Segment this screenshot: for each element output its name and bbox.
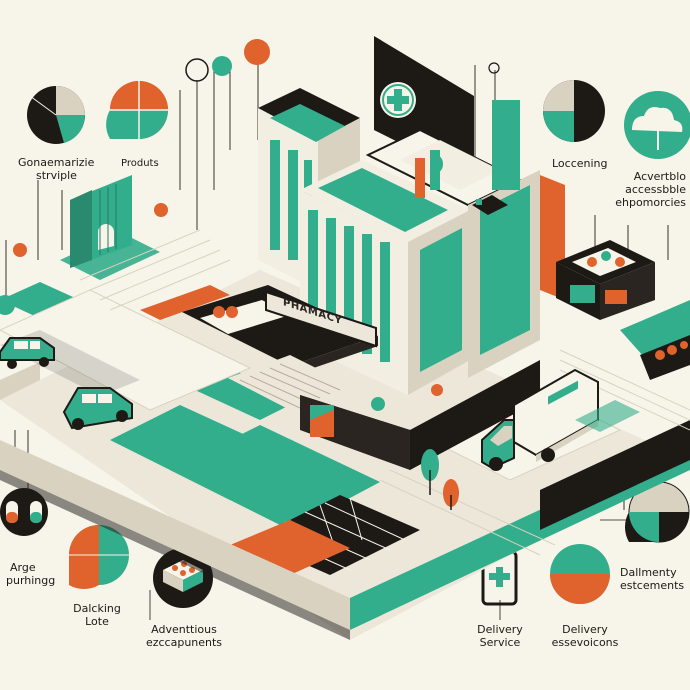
label-delivery-ess-line1: Delivery	[562, 623, 608, 636]
pie-chart-right	[624, 481, 690, 543]
pill-annex	[556, 240, 690, 380]
label-advent-line2: ezccapunents	[145, 636, 223, 649]
pie-chart-orange	[106, 81, 168, 139]
label-adventitious: Adventtious ezccapunents	[134, 623, 234, 649]
pie-chart-bottom-right	[550, 544, 610, 604]
pie-chart-top-left	[27, 86, 86, 144]
label-licensing: Loccening	[552, 157, 608, 170]
pill-icon	[0, 488, 48, 536]
label-parking-line2: purhingg	[6, 574, 56, 587]
label-accessible: Acvertblo accessbble ehpomorcies	[604, 170, 686, 209]
car-icon-2	[62, 387, 133, 430]
pie-chart-top-right	[543, 80, 605, 142]
pharmacy-building: PHAMACY	[182, 36, 565, 470]
label-delivery-ess: Delivery essevoicons	[535, 623, 635, 649]
label-parking-line1: Arge	[10, 561, 36, 574]
label-delivery-service: Delivery Service	[455, 623, 545, 649]
label-delivery-est-line2: estcements	[620, 579, 685, 592]
left-kiosk	[70, 175, 132, 268]
label-top-left-line1: Gonaemarizie	[18, 156, 95, 169]
label-delivery-ess-line2: essevoicons	[551, 636, 619, 649]
label-connectors	[149, 468, 630, 620]
car-icon	[0, 337, 55, 369]
label-advent-line1: Adventtious	[151, 623, 217, 636]
label-parking-lots: Dalcking Lote	[62, 602, 132, 628]
label-accessible-line2: accessbble	[625, 183, 686, 196]
label-parking-lots-line1: Dalcking	[73, 602, 121, 615]
pie-chart-bottom-left	[69, 525, 129, 590]
ground-lots	[0, 229, 690, 640]
road-lines	[79, 229, 690, 556]
label-parking: Arge purhingg	[6, 561, 55, 587]
label-delivery-est-line1: Dallmenty	[620, 566, 677, 579]
label-accessible-line1: Acvertblo	[633, 170, 686, 183]
label-accessible-line3: ehpomorcies	[615, 196, 686, 209]
label-delivery-service-line2: Service	[479, 636, 521, 649]
label-products: Produts	[121, 158, 159, 169]
label-top-left: Gonaemarizie strviple	[18, 156, 94, 182]
label-delivery-service-line1: Delivery	[477, 623, 523, 636]
tree-icon-cloud	[624, 91, 690, 159]
label-top-left-line2: strviple	[36, 169, 77, 182]
tree-icon	[0, 156, 459, 510]
delivery-van-icon	[481, 368, 640, 471]
label-parking-lots-line2: Lote	[85, 615, 109, 628]
pharmacy-cross-icon	[380, 82, 416, 118]
label-delivery-est: Dallmenty estcements	[620, 566, 684, 592]
